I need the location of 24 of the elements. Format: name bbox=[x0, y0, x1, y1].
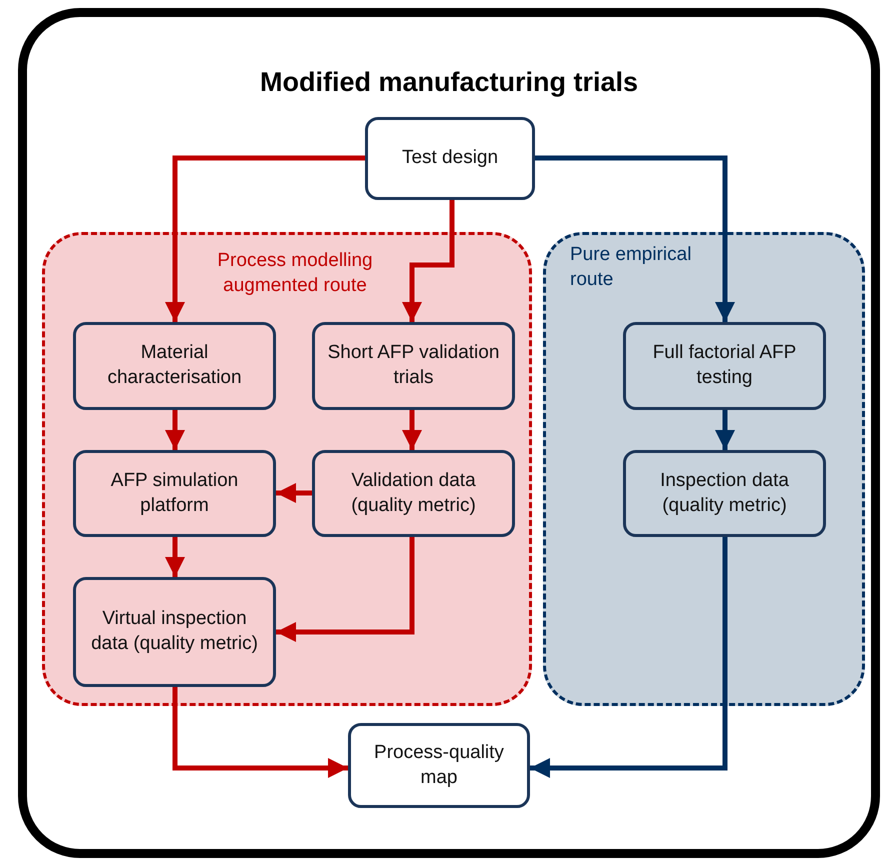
arrow bbox=[715, 410, 735, 450]
route-region bbox=[42, 232, 532, 706]
process-box: AFP simulation platform bbox=[73, 450, 276, 537]
process-box: Validation data (quality metric) bbox=[312, 450, 515, 537]
process-box: Test design bbox=[365, 117, 535, 200]
arrow bbox=[535, 156, 735, 322]
arrow bbox=[276, 483, 312, 503]
route-region bbox=[543, 232, 865, 706]
process-box: Virtual inspection data (quality metric) bbox=[73, 577, 276, 687]
process-box: Inspection data (quality metric) bbox=[623, 450, 826, 537]
arrow bbox=[165, 537, 185, 577]
arrow bbox=[276, 537, 414, 642]
arrow bbox=[165, 410, 185, 450]
diagram-frame bbox=[18, 8, 880, 858]
arrow bbox=[402, 410, 422, 450]
process-box: Process-quality map bbox=[348, 723, 530, 808]
arrow bbox=[402, 200, 454, 322]
arrow bbox=[530, 537, 728, 778]
process-box: Full factorial AFP testing bbox=[623, 322, 826, 410]
arrow bbox=[165, 156, 365, 322]
process-box: Material characterisation bbox=[73, 322, 276, 410]
process-box: Short AFP validation trials bbox=[312, 322, 515, 410]
diagram-title: Modified manufacturing trials bbox=[258, 66, 640, 99]
arrow bbox=[172, 687, 348, 778]
